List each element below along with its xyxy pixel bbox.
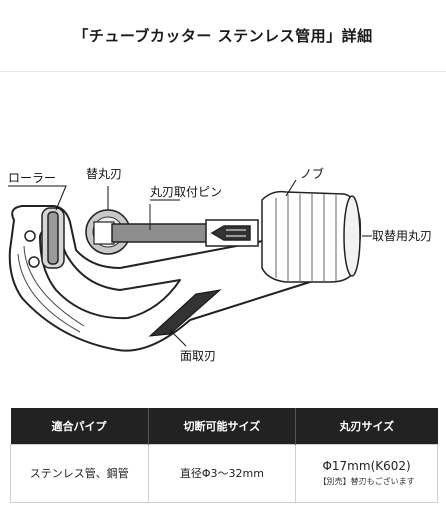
- carriage-bar: [111, 219, 259, 247]
- label-knob: ノブ: [300, 166, 324, 181]
- header-size: 切断可能サイズ: [147, 408, 296, 444]
- label-spare-blade: 替丸刃: [86, 167, 122, 181]
- blade-note: 【別売】替刃もございます: [318, 477, 415, 486]
- cell-blade: Φ17mm(K602) 【別売】替刃もございます: [295, 443, 438, 503]
- page-header: 「チューブカッター ステンレス管用」詳細: [0, 0, 446, 72]
- spec-table: 適合パイプ 切断可能サイズ 丸刃サイズ ステンレス管、鋼管 直径Φ3～32mm …: [10, 408, 438, 503]
- spec-header-row: 適合パイプ 切断可能サイズ 丸刃サイズ: [10, 408, 438, 444]
- label-spare-storage: 取替用丸刃: [372, 229, 432, 243]
- knob: [261, 190, 362, 283]
- blade-size-value: Φ17mm(K602): [322, 459, 411, 473]
- frame-shading: [17, 245, 85, 333]
- label-roller: ローラー: [8, 171, 56, 185]
- cell-size: 直径Φ3～32mm: [147, 443, 297, 503]
- spec-row: ステンレス管、鋼管 直径Φ3～32mm Φ17mm(K602) 【別売】替刃もご…: [10, 443, 438, 503]
- cell-pipe: ステンレス管、鋼管: [10, 443, 149, 503]
- header-pipe: 適合パイプ: [10, 408, 149, 444]
- frame-hole-top: [24, 230, 36, 242]
- header-blade: 丸刃サイズ: [295, 408, 438, 444]
- rollers: [41, 207, 65, 269]
- label-blade-pin: 丸刃取付ピン: [150, 185, 222, 199]
- leader-lines: [8, 179, 372, 347]
- page-title: 「チューブカッター ステンレス管用」詳細: [73, 27, 373, 45]
- tube-cutter-diagram: ローラー 替丸刃 丸刃取付ピン ノブ 取替用丸刃 面取刃: [0, 150, 446, 370]
- frame-hole-bottom: [28, 256, 40, 268]
- chamfer-blade-shape: [148, 289, 222, 337]
- tube-cutter-illustration: ローラー 替丸刃 丸刃取付ピン ノブ 取替用丸刃 面取刃: [8, 166, 432, 363]
- label-chamfer-blade: 面取刃: [180, 349, 216, 363]
